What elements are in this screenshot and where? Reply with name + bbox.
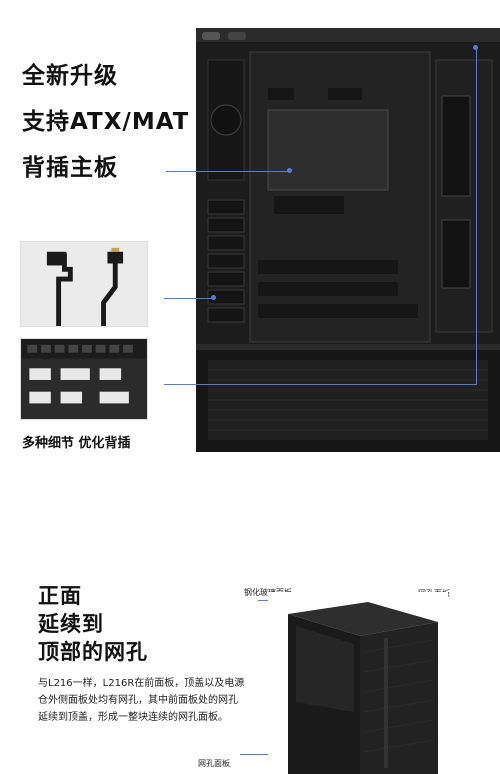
- thumbnail-caption: 多种细节 优化背插: [22, 436, 131, 451]
- callout-dot-slots: [211, 295, 216, 300]
- callout-line-shroud: [164, 384, 476, 385]
- io-detail-thumbnail: [20, 338, 148, 420]
- headline-line-1: 全新升级: [22, 63, 118, 89]
- headline-line-3: 背插主板: [22, 155, 118, 181]
- callout-mesh-bottom-h: [240, 754, 274, 755]
- title-line-2: 延续到: [38, 612, 104, 636]
- callout-line-motherboard: [166, 171, 290, 172]
- section-front-mesh: 正面 延续到 顶部的网孔 与L216一样，L216R在前面板，顶盖以及电源仓外侧…: [0, 470, 500, 774]
- callout-dot-motherboard: [287, 168, 292, 173]
- case-interior-image: [188, 20, 500, 452]
- title-line-3: 顶部的网孔: [38, 640, 148, 664]
- mesh-description: 与L216一样，L216R在前面板，顶盖以及电源仓外侧面板处均有网孔，其中前面板…: [38, 678, 245, 723]
- callout-line-shroud-vertical: [476, 48, 477, 385]
- headline-line-2: 支持ATX/MATX: [22, 109, 209, 135]
- cable-connector-thumbnail: [20, 241, 148, 327]
- section-motherboard-support: 全新升级 支持ATX/MATX 背插主板: [20, 20, 500, 452]
- title-line-1: 正面: [38, 584, 82, 608]
- case-front-view-image: [268, 592, 448, 774]
- label-mesh-panel-bottom: 网孔面板: [198, 759, 230, 768]
- callout-line-slots: [164, 298, 214, 299]
- callout-dot-shroud: [473, 45, 478, 50]
